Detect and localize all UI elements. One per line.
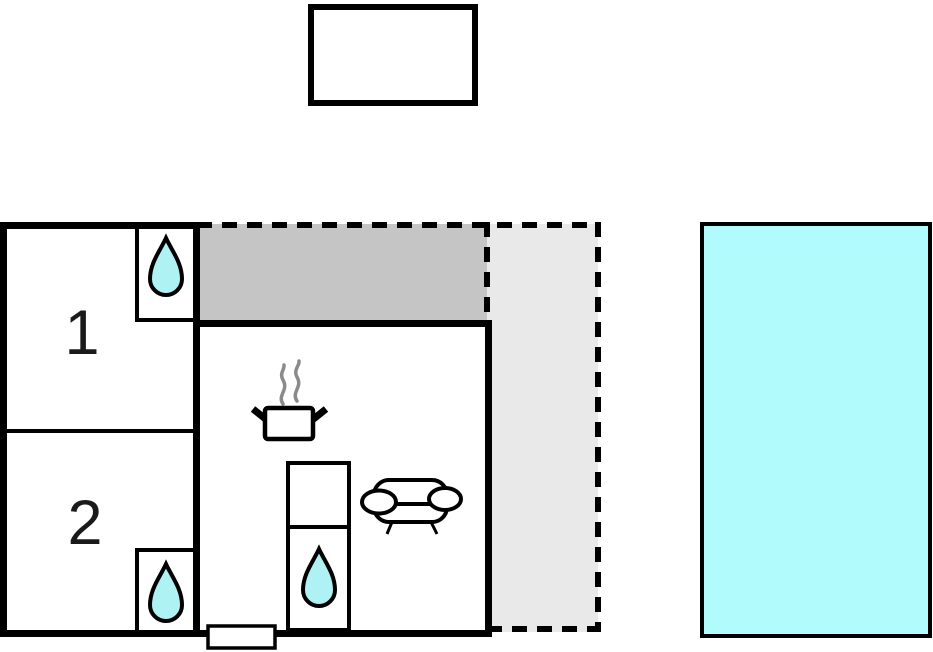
steam-line: [293, 359, 301, 403]
kitchen-unit: [286, 461, 351, 632]
outbuilding: [308, 4, 478, 106]
bathroom-1-partition-bottom: [135, 318, 193, 322]
wall-bedroom-divider: [193, 222, 200, 637]
water-drop-icon: [147, 233, 185, 297]
bedroom-2-label: 2: [67, 488, 102, 558]
bathroom-2-partition-top: [135, 548, 193, 552]
covered-terrace: [197, 224, 487, 322]
interior-partitions: [7, 225, 193, 630]
water-drop-icon: [147, 559, 185, 623]
stove-pot-icon: [250, 359, 329, 442]
door-icon: [206, 624, 277, 650]
bedroom-1-label: 1: [64, 298, 99, 368]
sofa-icon: [360, 478, 463, 535]
terrace-boundary-dashed: [197, 222, 601, 632]
wall-kitchen-top: [193, 320, 492, 327]
sofa-arm-right: [427, 486, 463, 512]
wall-right: [485, 320, 492, 637]
steam-line: [279, 363, 287, 406]
bathroom-2-partition-left: [135, 548, 139, 630]
bedroom-divider-partition: [7, 429, 193, 433]
open-terrace: [487, 224, 598, 632]
wall-top: [0, 222, 200, 229]
water-points: [147, 233, 338, 623]
wall-left: [0, 222, 7, 637]
pot-body: [262, 405, 316, 442]
sofa-arm-left: [360, 488, 398, 516]
swimming-pool: [700, 222, 932, 638]
bathroom-1-partition-left: [135, 225, 139, 322]
water-drop-icon: [300, 544, 338, 608]
